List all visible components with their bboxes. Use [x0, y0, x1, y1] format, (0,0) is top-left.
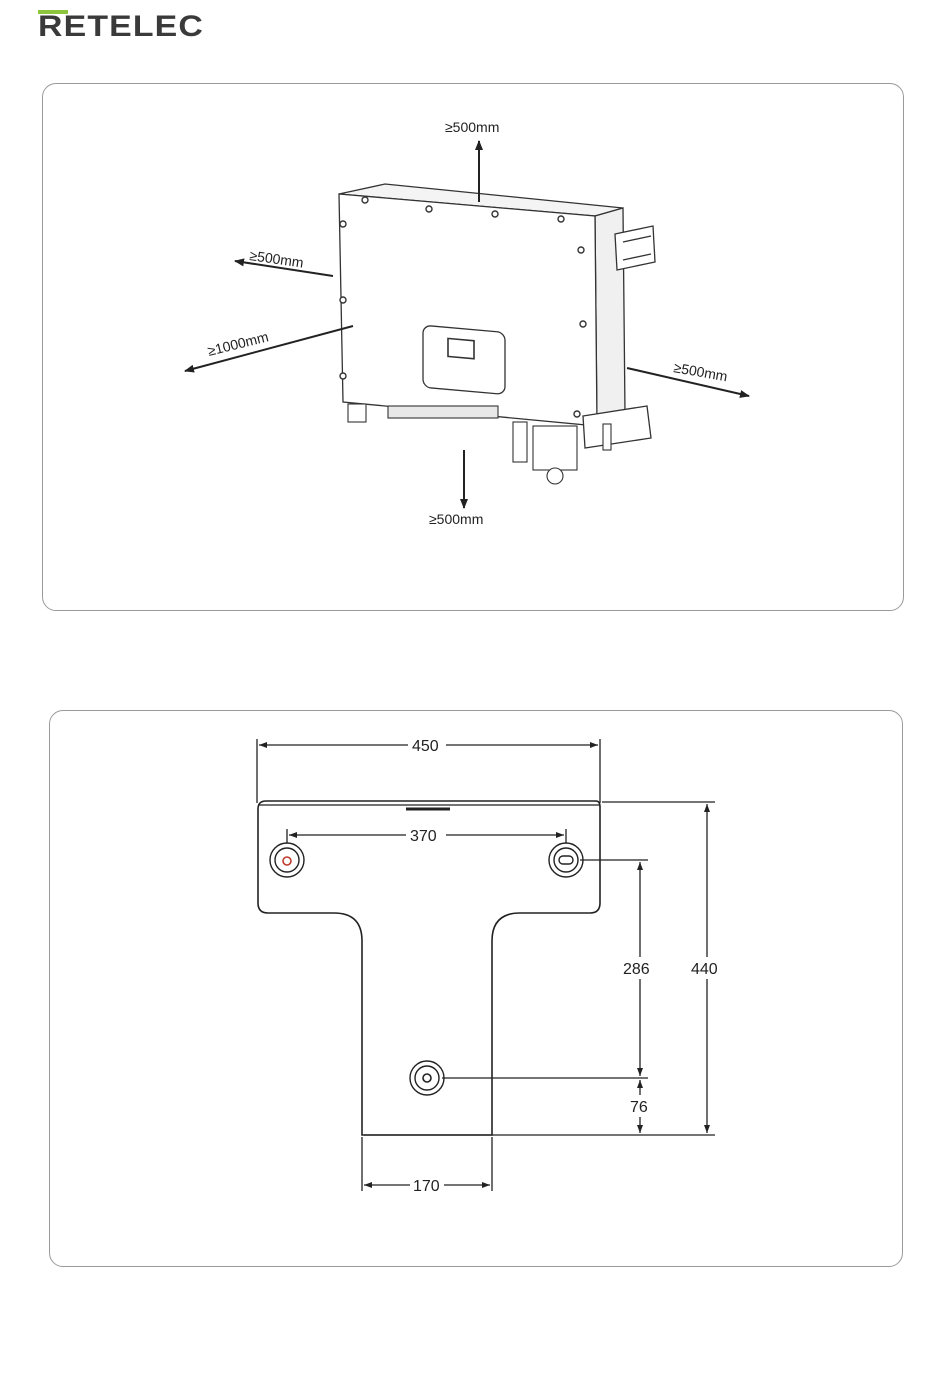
dim-label-370: 370: [410, 828, 437, 845]
dim-label-440: 440: [691, 961, 718, 978]
inverter-illustration: [339, 184, 655, 484]
clearance-bottom-label: ≥500mm: [429, 511, 483, 527]
logo-accent-bar: [38, 10, 68, 14]
mounting-hole-top-right: [549, 843, 583, 877]
bracket-panel: 450 370 170 440 286 76: [49, 710, 903, 1267]
clearance-front-label: ≥1000mm: [206, 328, 270, 359]
clearance-top-label: ≥500mm: [445, 119, 499, 135]
dim-label-450: 450: [412, 738, 439, 755]
retelec-logo: RETELEC: [36, 6, 208, 44]
clearance-diagram: ≥500mm ≥500mm ≥1000mm ≥500mm ≥500mm: [43, 84, 905, 612]
mounting-hole-bottom: [410, 1061, 444, 1095]
dim-label-286: 286: [623, 961, 650, 978]
logo-text: RETELEC: [38, 10, 204, 43]
dim-label-76: 76: [630, 1099, 648, 1116]
mounting-hole-top-left: [270, 843, 304, 877]
dim-label-170: 170: [413, 1178, 440, 1195]
bracket-diagram: 450 370 170 440 286 76: [50, 711, 904, 1268]
clearance-panel: ≥500mm ≥500mm ≥1000mm ≥500mm ≥500mm: [42, 83, 904, 611]
